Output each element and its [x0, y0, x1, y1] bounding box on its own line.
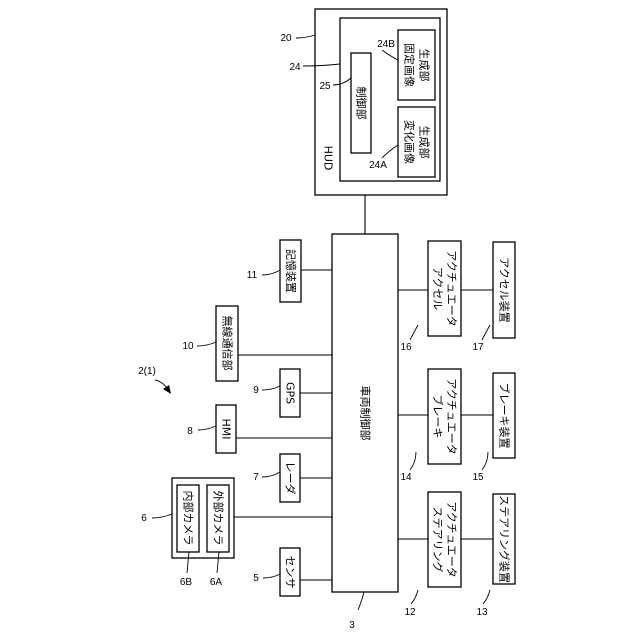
- ref-12: 12: [404, 607, 416, 618]
- gps: GPS: [280, 369, 300, 417]
- ref-24b: 24B: [377, 39, 395, 50]
- leader-system-arrowhead: [163, 385, 171, 394]
- sensor: センサ: [280, 548, 300, 596]
- brake-actuator-line1: ブレーキ: [431, 395, 445, 439]
- brake-device-label: ブレーキ装置: [498, 383, 512, 449]
- leader-12: [411, 590, 418, 604]
- accel-actuator: アクセル アクチュエータ: [428, 241, 461, 336]
- leader-14: [410, 452, 416, 470]
- ref-3: 3: [349, 620, 355, 631]
- ref-9: 9: [253, 385, 259, 396]
- leader-5: [263, 574, 280, 578]
- leader-9: [262, 386, 280, 390]
- camera-unit: 内部カメラ 外部カメラ: [172, 478, 234, 558]
- steering-actuator-line2: アクチュエータ: [445, 501, 458, 577]
- leader-8: [198, 426, 216, 430]
- brake-actuator: ブレーキ アクチュエータ: [428, 369, 461, 464]
- radar-label: レーダ: [284, 462, 298, 495]
- ref-6a: 6A: [210, 577, 223, 588]
- variable-image-line2: 生成部: [418, 126, 432, 159]
- leader-16: [410, 325, 418, 340]
- hud-controller-label: 制御部: [355, 87, 369, 120]
- ref-20: 20: [280, 33, 292, 44]
- accel-device-label: アクセル装置: [498, 257, 511, 322]
- ref-16: 16: [400, 342, 412, 353]
- ref-6b: 6B: [180, 577, 193, 588]
- wireless-comm-label: 無線通信部: [221, 316, 235, 371]
- ref-5: 5: [253, 573, 259, 584]
- steering-device-label: ステアリング装置: [498, 495, 512, 583]
- steering-device: ステアリング装置: [493, 494, 515, 584]
- ref-11: 11: [247, 270, 258, 281]
- storage-device: 記憶装置: [280, 240, 301, 302]
- ref-8: 8: [187, 426, 193, 437]
- leader-11: [262, 270, 280, 275]
- hud-label: HUD: [322, 146, 335, 171]
- ref-24a: 24A: [369, 160, 387, 171]
- ref-7: 7: [253, 472, 259, 483]
- internal-camera-label: 内部カメラ: [182, 491, 196, 546]
- fixed-image-line2: 生成部: [418, 49, 432, 82]
- external-camera-label: 外部カメラ: [212, 491, 226, 546]
- leader-7: [262, 472, 280, 477]
- ref-6: 6: [141, 513, 147, 524]
- leader-17: [482, 325, 490, 340]
- leader-10: [197, 342, 216, 346]
- leader-20: [296, 35, 315, 38]
- leader-6: [152, 514, 172, 518]
- ref-24: 24: [289, 62, 301, 73]
- leader-13: [483, 590, 490, 604]
- radar: レーダ: [280, 454, 300, 502]
- ref-10: 10: [182, 341, 194, 352]
- wireless-comm: 無線通信部: [216, 306, 238, 381]
- storage-device-label: 記憶装置: [284, 249, 298, 293]
- ref-system: 2(1): [138, 366, 156, 377]
- ref-15: 15: [472, 472, 484, 483]
- steering-actuator: ステアリング アクチュエータ: [428, 492, 461, 587]
- accel-actuator-line1: アクセル: [431, 267, 444, 310]
- fixed-image-line1: 固定画像: [403, 43, 417, 87]
- leader-3: [358, 592, 364, 610]
- accel-actuator-line2: アクチュエータ: [445, 250, 458, 326]
- variable-image-line1: 変化画像: [403, 120, 417, 164]
- hmi: HMI: [216, 405, 236, 453]
- ref-14: 14: [400, 472, 412, 483]
- vehicle-controller: 車両制御部: [332, 234, 398, 592]
- brake-device: ブレーキ装置: [493, 373, 515, 458]
- hmi-label: HMI: [220, 418, 233, 439]
- ref-13: 13: [476, 607, 488, 618]
- steering-actuator-line1: ステアリング: [431, 507, 445, 573]
- vehicle-controller-label: 車両制御部: [359, 386, 373, 441]
- ref-17: 17: [472, 342, 484, 353]
- leader-15: [482, 452, 488, 470]
- gps-label: GPS: [284, 382, 297, 404]
- ref-25: 25: [319, 81, 331, 92]
- sensor-label: センサ: [284, 556, 297, 589]
- accel-device: アクセル装置: [493, 242, 515, 338]
- brake-actuator-line2: アクチュエータ: [445, 378, 458, 454]
